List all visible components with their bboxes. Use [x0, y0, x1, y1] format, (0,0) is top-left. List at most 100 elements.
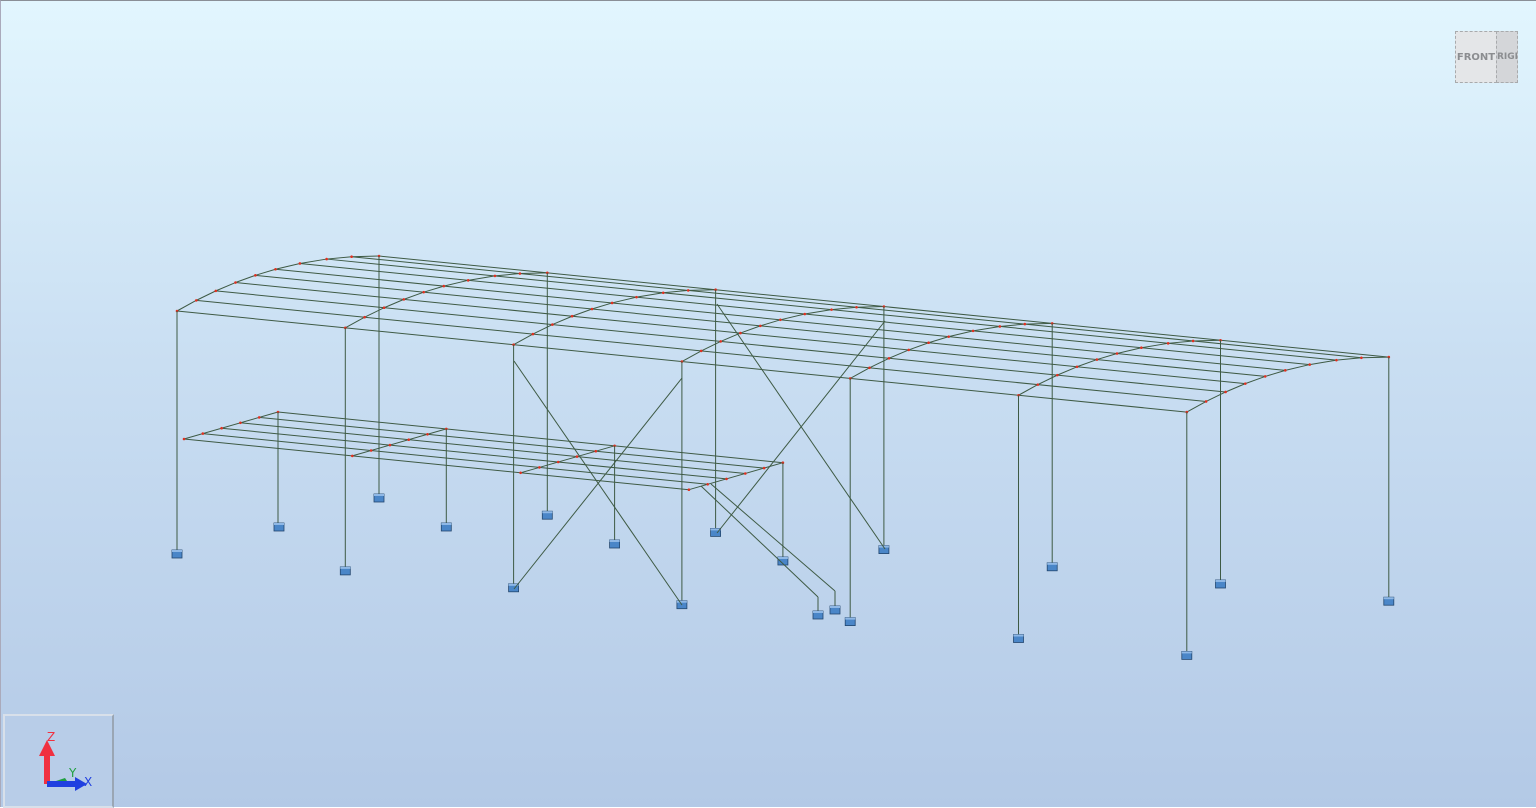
- node[interactable]: [325, 257, 328, 261]
- node[interactable]: [1360, 356, 1363, 360]
- node[interactable]: [590, 307, 594, 311]
- roof-rafter[interactable]: [1186, 401, 1207, 413]
- roof-rafter[interactable]: [532, 324, 553, 335]
- strut[interactable]: [700, 485, 819, 598]
- node[interactable]: [538, 466, 541, 469]
- roof-rafter[interactable]: [1057, 366, 1078, 376]
- roof-rafter[interactable]: [403, 291, 424, 300]
- roof-rafter[interactable]: [948, 330, 974, 338]
- node[interactable]: [363, 315, 366, 319]
- roof-rafter[interactable]: [999, 323, 1025, 327]
- support-icon[interactable]: [171, 549, 183, 559]
- node[interactable]: [556, 460, 560, 464]
- node[interactable]: [725, 477, 728, 481]
- roof-rafter[interactable]: [364, 307, 385, 318]
- roof-rafter[interactable]: [443, 279, 469, 287]
- mezzanine-beam[interactable]: [352, 428, 447, 457]
- node[interactable]: [759, 324, 762, 328]
- node[interactable]: [779, 318, 782, 322]
- node[interactable]: [350, 255, 353, 259]
- roof-rafter[interactable]: [326, 256, 352, 260]
- node[interactable]: [1115, 352, 1119, 355]
- roof-rafter[interactable]: [740, 325, 761, 334]
- roof-rafter[interactable]: [1336, 357, 1362, 361]
- support-icon[interactable]: [541, 510, 553, 520]
- roof-rafter[interactable]: [423, 285, 444, 293]
- node[interactable]: [744, 472, 747, 475]
- node[interactable]: [369, 449, 373, 452]
- roof-rafter[interactable]: [468, 275, 496, 281]
- roof-rafter[interactable]: [1265, 369, 1286, 377]
- node[interactable]: [1056, 373, 1059, 377]
- roof-rafter[interactable]: [235, 274, 256, 284]
- node[interactable]: [594, 449, 598, 453]
- node[interactable]: [254, 274, 257, 277]
- node[interactable]: [195, 299, 198, 302]
- roof-rafter[interactable]: [591, 302, 613, 310]
- roof-rafter[interactable]: [351, 255, 380, 258]
- support-icon[interactable]: [273, 522, 285, 532]
- node[interactable]: [719, 340, 722, 343]
- roof-rafter[interactable]: [856, 306, 884, 308]
- roof-rafter[interactable]: [1018, 384, 1039, 396]
- node[interactable]: [298, 262, 302, 265]
- node[interactable]: [388, 443, 392, 447]
- view-cube-right-face[interactable]: RIGHT: [1496, 31, 1518, 83]
- roof-rafter[interactable]: [760, 319, 781, 327]
- roof-rafter[interactable]: [519, 272, 548, 275]
- roof-rafter[interactable]: [552, 315, 573, 326]
- node[interactable]: [422, 290, 426, 294]
- node[interactable]: [1335, 358, 1338, 362]
- roof-rafter[interactable]: [494, 273, 520, 277]
- roof-rafter[interactable]: [688, 289, 716, 291]
- roof-rafter[interactable]: [973, 325, 1000, 332]
- node[interactable]: [1036, 383, 1040, 386]
- roof-rafter[interactable]: [869, 357, 890, 369]
- node[interactable]: [257, 416, 261, 419]
- bracing[interactable]: [513, 377, 683, 590]
- support-icon[interactable]: [829, 605, 841, 615]
- support-icon[interactable]: [508, 583, 520, 593]
- node[interactable]: [274, 267, 277, 271]
- node[interactable]: [426, 433, 429, 436]
- roof-rafter[interactable]: [849, 367, 870, 379]
- node[interactable]: [1244, 382, 1247, 385]
- node[interactable]: [907, 348, 910, 352]
- roof-rafter[interactable]: [299, 258, 327, 264]
- mezzanine-joist[interactable]: [277, 411, 783, 464]
- roof-rafter[interactable]: [720, 332, 741, 342]
- mezzanine-joist[interactable]: [183, 438, 689, 491]
- node[interactable]: [382, 306, 386, 310]
- node[interactable]: [201, 432, 205, 435]
- node[interactable]: [855, 305, 858, 309]
- node[interactable]: [1263, 375, 1267, 378]
- roof-rafter[interactable]: [176, 299, 197, 312]
- support-icon[interactable]: [812, 610, 824, 620]
- node[interactable]: [182, 437, 186, 441]
- support-icon[interactable]: [1046, 562, 1058, 572]
- node[interactable]: [570, 314, 574, 318]
- node[interactable]: [1095, 358, 1099, 361]
- node[interactable]: [635, 295, 638, 299]
- node[interactable]: [493, 274, 497, 278]
- roof-rafter[interactable]: [383, 298, 404, 309]
- node[interactable]: [699, 349, 703, 353]
- support-icon[interactable]: [373, 493, 385, 503]
- roof-rafter[interactable]: [215, 282, 236, 292]
- mezzanine-joist[interactable]: [221, 427, 727, 480]
- view-cube[interactable]: FRONT RIGHT: [1449, 27, 1525, 89]
- node[interactable]: [214, 289, 218, 293]
- node[interactable]: [868, 366, 871, 370]
- roof-rafter[interactable]: [831, 306, 857, 311]
- mezzanine-beam[interactable]: [520, 445, 615, 474]
- node[interactable]: [407, 438, 411, 442]
- node[interactable]: [1166, 342, 1170, 345]
- node[interactable]: [610, 301, 614, 305]
- support-icon[interactable]: [339, 566, 351, 576]
- mezzanine-beam[interactable]: [183, 411, 279, 440]
- roof-rafter[interactable]: [1285, 364, 1310, 371]
- mezzanine-beam[interactable]: [688, 462, 784, 491]
- node[interactable]: [1204, 400, 1208, 403]
- node[interactable]: [687, 488, 691, 492]
